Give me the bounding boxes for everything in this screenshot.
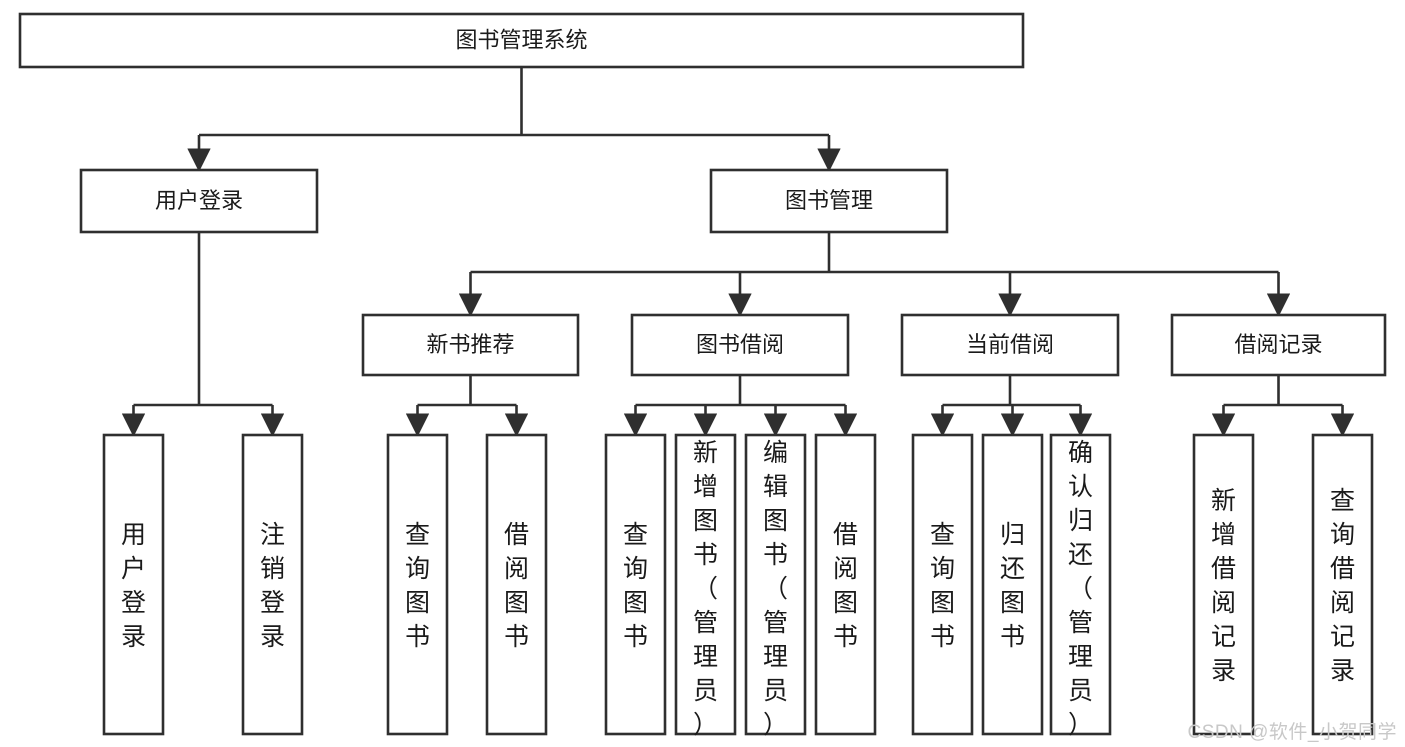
leaf-logout-label: 注销登录 — [260, 521, 285, 651]
leaf-logout[interactable]: 注销登录 — [241, 433, 304, 736]
leaf-confirm-return[interactable]: 确认归还（管理员） — [1049, 433, 1112, 739]
leaf-edit-book[interactable]: 编辑图书（管理员） — [744, 433, 807, 739]
leaf-user-login[interactable]: 用户登录 — [102, 433, 165, 736]
node-user-login[interactable]: 用户登录 — [79, 168, 319, 234]
node-boxes: 图书管理系统用户登录图书管理新书推荐图书借阅当前借阅借阅记录用户登录注销登录查询… — [18, 12, 1387, 739]
leaf-query-book-1[interactable]: 查询图书 — [386, 433, 449, 736]
node-new-book-recommend-label: 新书推荐 — [426, 332, 514, 357]
leaf-add-book[interactable]: 新增图书（管理员） — [674, 433, 737, 739]
leaf-borrow-book-2-label: 借阅图书 — [833, 521, 858, 651]
node-book-manage[interactable]: 图书管理 — [709, 168, 949, 234]
leaf-query-book-3[interactable]: 查询图书 — [911, 433, 974, 736]
node-current-borrow[interactable]: 当前借阅 — [900, 313, 1120, 377]
leaf-borrow-book-1[interactable]: 借阅图书 — [485, 433, 548, 736]
leaf-query-book-1-label: 查询图书 — [405, 521, 430, 651]
leaf-add-record[interactable]: 新增借阅记录 — [1192, 433, 1255, 736]
node-book-borrow[interactable]: 图书借阅 — [630, 313, 850, 377]
node-borrow-record[interactable]: 借阅记录 — [1170, 313, 1387, 377]
node-new-book-recommend[interactable]: 新书推荐 — [361, 313, 580, 377]
leaf-query-record[interactable]: 查询借阅记录 — [1311, 433, 1374, 736]
leaf-add-record-label: 新增借阅记录 — [1211, 487, 1236, 685]
node-borrow-record-label: 借阅记录 — [1234, 332, 1322, 357]
leaf-query-book-2[interactable]: 查询图书 — [604, 433, 667, 736]
connector-edges — [121, 67, 1355, 437]
leaf-user-login-label: 用户登录 — [121, 521, 146, 651]
leaf-borrow-book-2[interactable]: 借阅图书 — [814, 433, 877, 736]
leaf-query-record-label: 查询借阅记录 — [1330, 487, 1355, 685]
leaf-return-book[interactable]: 归还图书 — [981, 433, 1044, 736]
node-book-manage-label: 图书管理 — [785, 188, 873, 213]
leaf-confirm-return-label: 确认归还（管理员） — [1068, 439, 1093, 739]
leaf-return-book-label: 归还图书 — [1000, 521, 1025, 651]
node-root[interactable]: 图书管理系统 — [18, 12, 1025, 69]
leaf-query-book-3-label: 查询图书 — [930, 521, 955, 651]
leaf-borrow-book-1-label: 借阅图书 — [504, 521, 529, 651]
node-book-borrow-label: 图书借阅 — [696, 332, 784, 357]
node-user-login-label: 用户登录 — [155, 188, 243, 213]
watermark-text: CSDN @软件_小贺同学 — [1187, 722, 1397, 743]
leaf-query-book-2-label: 查询图书 — [623, 521, 648, 651]
leaf-add-book-label: 新增图书（管理员） — [693, 439, 718, 739]
node-root-label: 图书管理系统 — [455, 27, 587, 52]
node-current-borrow-label: 当前借阅 — [966, 332, 1054, 357]
leaf-edit-book-label: 编辑图书（管理员） — [763, 439, 788, 739]
